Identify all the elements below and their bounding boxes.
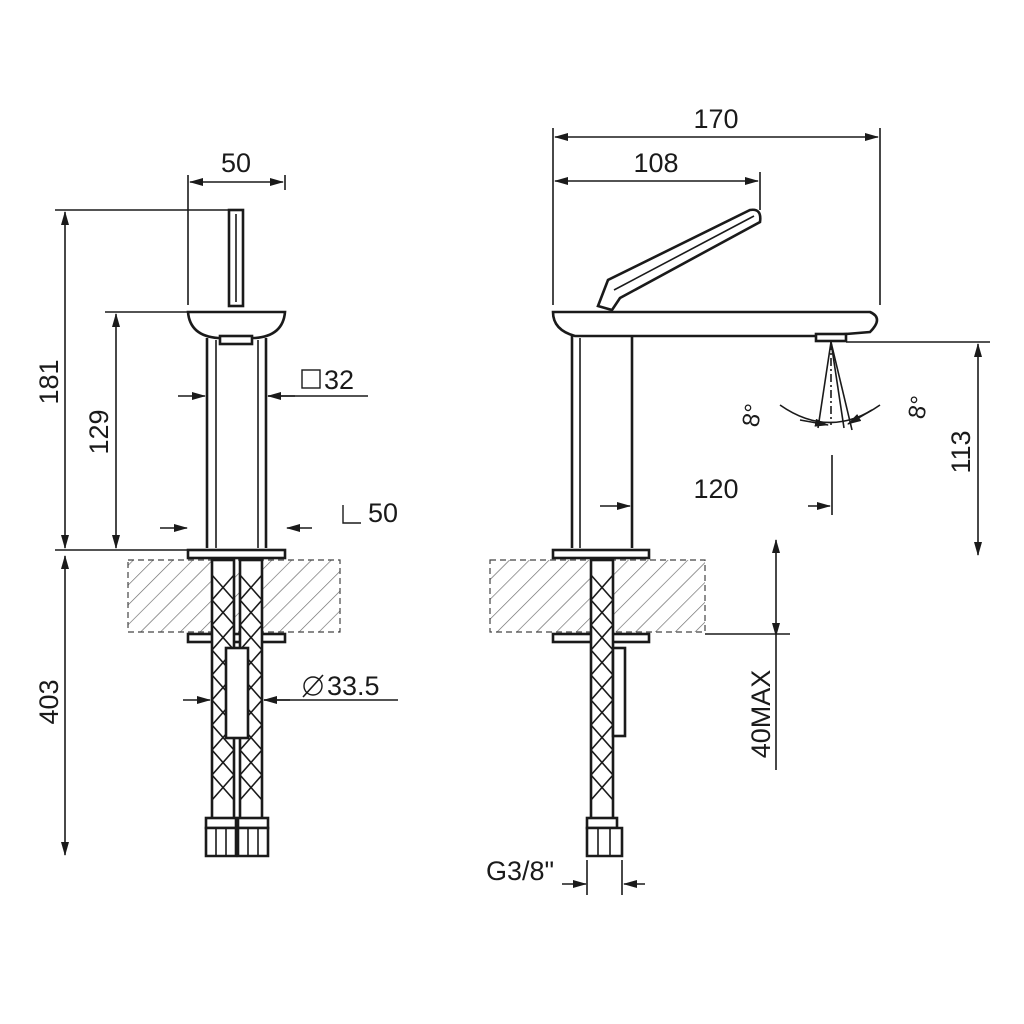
- dim-max-thickness-label: 40MAX: [746, 670, 776, 759]
- square-symbol-icon: [301, 369, 321, 389]
- dim-hose-length-label: 403: [34, 679, 64, 724]
- dim-hose-length: 403: [34, 555, 69, 856]
- dim-spout-reach: 120: [600, 455, 833, 515]
- dim-body-height: 129: [84, 311, 188, 549]
- dim-spout-reach-label: 120: [693, 474, 738, 504]
- dim-square-50: 50: [160, 498, 398, 532]
- front-base-plate: [186, 548, 287, 560]
- dim-square-32: 32: [178, 365, 368, 400]
- front-view: 50 181 129 403 32: [34, 148, 398, 858]
- dim-pipe-diameter-label: 33.5: [327, 671, 380, 701]
- water-jet-angle: 8° 8°: [737, 341, 934, 431]
- dim-body-height-label: 129: [84, 409, 114, 454]
- dim-pipe-diameter: 33.5: [183, 671, 398, 704]
- diameter-symbol-icon: [303, 676, 323, 696]
- side-view: 170 108 113 120: [486, 104, 990, 895]
- dim-lever-length: 108: [554, 148, 761, 210]
- dim-square-32-label: 32: [324, 365, 354, 395]
- front-hoses: [204, 558, 270, 858]
- dim-thread: G3/8": [486, 856, 645, 895]
- dim-lever-length-label: 108: [633, 148, 678, 178]
- dim-total-height-label: 181: [34, 359, 64, 404]
- front-top-plate: [186, 310, 287, 340]
- side-hose: [585, 558, 627, 858]
- square-symbol-icon: [342, 505, 361, 524]
- dim-max-thickness: 40MAX: [705, 539, 790, 770]
- dim-front-width: 50: [187, 148, 286, 305]
- dim-total-height: 181: [34, 209, 229, 549]
- dim-spout-height-label: 113: [946, 430, 976, 473]
- dim-total-length-label: 170: [693, 104, 738, 134]
- side-base-plate: [551, 548, 651, 560]
- dim-thread-label: G3/8": [486, 856, 554, 886]
- dim-total-length: 170: [552, 104, 881, 305]
- dim-spout-height: 113: [846, 341, 990, 556]
- angle-left-label: 8°: [737, 402, 768, 429]
- side-spout: [551, 310, 879, 338]
- dim-front-width-label: 50: [221, 148, 251, 178]
- dim-square-50-label: 50: [368, 498, 398, 528]
- angle-right-label: 8°: [903, 394, 934, 421]
- front-lower-plate: [186, 632, 287, 644]
